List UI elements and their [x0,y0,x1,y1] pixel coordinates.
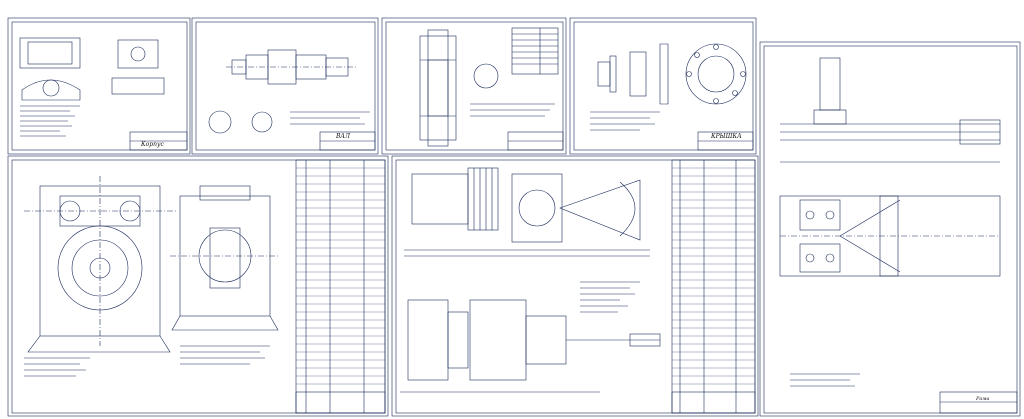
sheet-drive-assembly [391,155,759,417]
sheet-kryshka [569,17,757,155]
val-title: ВАЛ [335,133,351,140]
kryshka-title: КРЫШКА [710,133,742,140]
sheet-reducer-assembly [7,155,389,417]
spec-rows-left [296,167,385,385]
sheet-wheel [381,17,567,155]
sheet-korpus [7,17,191,155]
rama-title: Рама [975,396,989,402]
sheet-rama [759,41,1021,417]
spec-rows-right [672,167,755,385]
sheet-val [191,17,379,155]
korpus-title: Корпус [140,141,164,148]
